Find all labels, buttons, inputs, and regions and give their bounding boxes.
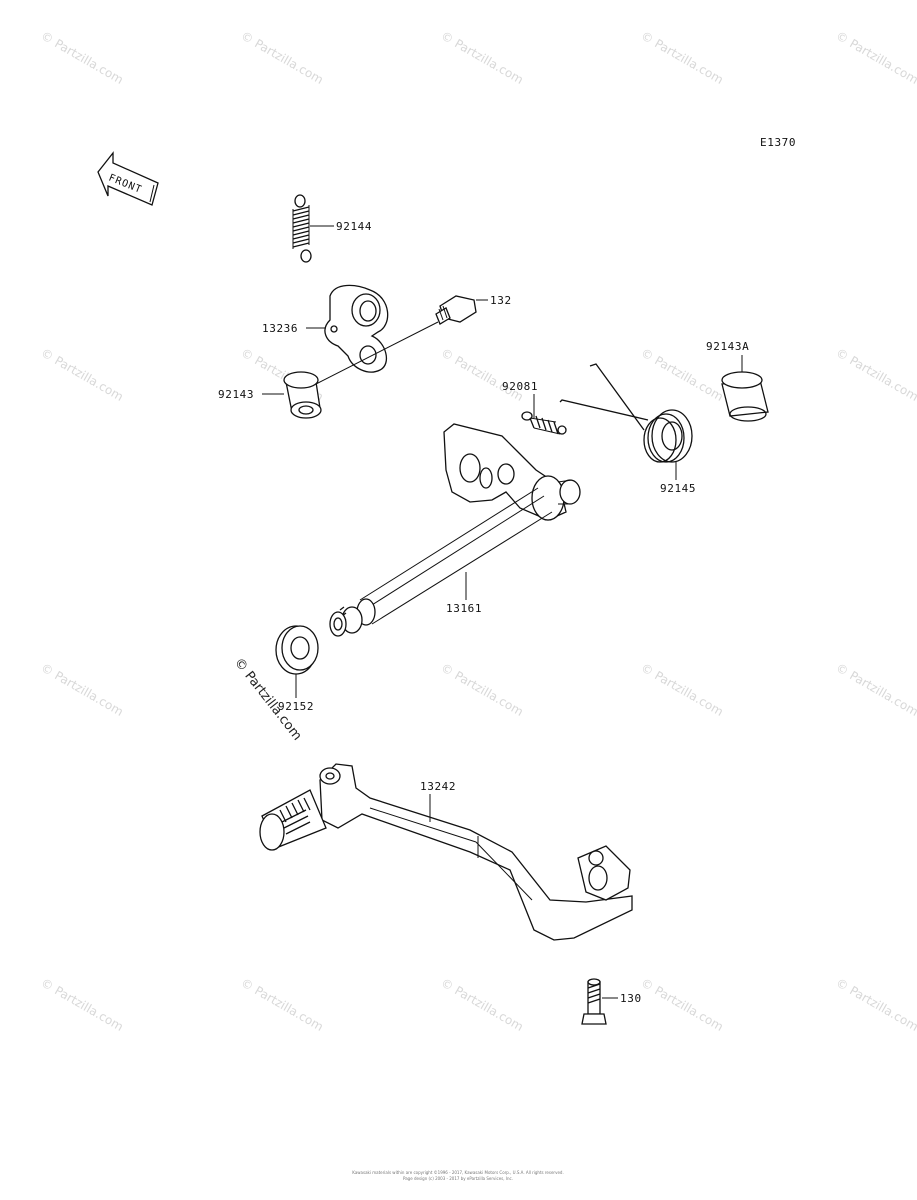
collar-92143: 92143 <box>218 371 322 419</box>
washer-92152: 92152 <box>275 625 319 713</box>
spring-92145: 92145 <box>559 363 696 495</box>
bush-92143A: 92143A <box>706 340 769 422</box>
watermark-text: © Partzilla.com <box>639 975 726 1033</box>
callout-13236: 13236 <box>262 322 298 335</box>
callout-92152: 92152 <box>278 700 314 713</box>
callout-13242: 13242 <box>420 780 456 793</box>
watermark-text: © Partzilla.com <box>639 660 726 718</box>
watermark-text: © Partzilla.com <box>639 28 726 86</box>
watermark-text: © Partzilla.com <box>39 660 126 718</box>
callout-92081: 92081 <box>502 380 538 393</box>
diagram-code: E1370 <box>760 136 796 149</box>
callout-132: 132 <box>490 294 512 307</box>
watermark-text: © Partzilla.com <box>834 975 917 1033</box>
callout-92143: 92143 <box>218 388 254 401</box>
callout-92143A: 92143A <box>706 340 749 353</box>
callout-130: 130 <box>620 992 642 1005</box>
callout-92145: 92145 <box>660 482 696 495</box>
watermark-text: © Partzilla.com <box>39 28 126 86</box>
copyright-line-2: Page design (c) 2003 - 2017 by ePartzill… <box>403 1176 513 1181</box>
watermark-text: © Partzilla.com <box>834 28 917 86</box>
shift-shaft-13161: 13161 <box>329 423 581 637</box>
watermark-text: © Partzilla.com <box>834 345 917 403</box>
callout-92144: 92144 <box>336 220 372 233</box>
watermark-text: © Partzilla.com <box>39 975 126 1033</box>
spring-92081: 92081 <box>502 380 567 435</box>
callout-13161: 13161 <box>446 602 482 615</box>
lever-13236: 13236 <box>262 284 389 373</box>
watermark-text: © Partzilla.com <box>639 345 726 403</box>
bolt-130: 130 <box>581 978 642 1025</box>
spring-92144: 92144 <box>292 194 372 263</box>
watermark-text: © Partzilla.com <box>439 28 526 86</box>
bolt-132: 132 <box>315 294 512 385</box>
watermark-text: © Partzilla.com <box>239 28 326 86</box>
watermark-text: © Partzilla.com <box>439 975 526 1033</box>
watermark-text: © Partzilla.com <box>439 345 526 403</box>
watermark-grid: © Partzilla.com © Partzilla.com © Partzi… <box>39 28 917 1033</box>
watermark-text: © Partzilla.com <box>834 660 917 718</box>
copyright-line-1: Kawasaki materials within are copyright … <box>352 1170 563 1175</box>
front-arrow: FRONT <box>97 151 159 206</box>
watermark-text: © Partzilla.com <box>39 345 126 403</box>
watermark-text: © Partzilla.com <box>239 975 326 1033</box>
shift-pedal-13242: 13242 <box>259 763 633 941</box>
watermark-text: © Partzilla.com <box>439 660 526 718</box>
